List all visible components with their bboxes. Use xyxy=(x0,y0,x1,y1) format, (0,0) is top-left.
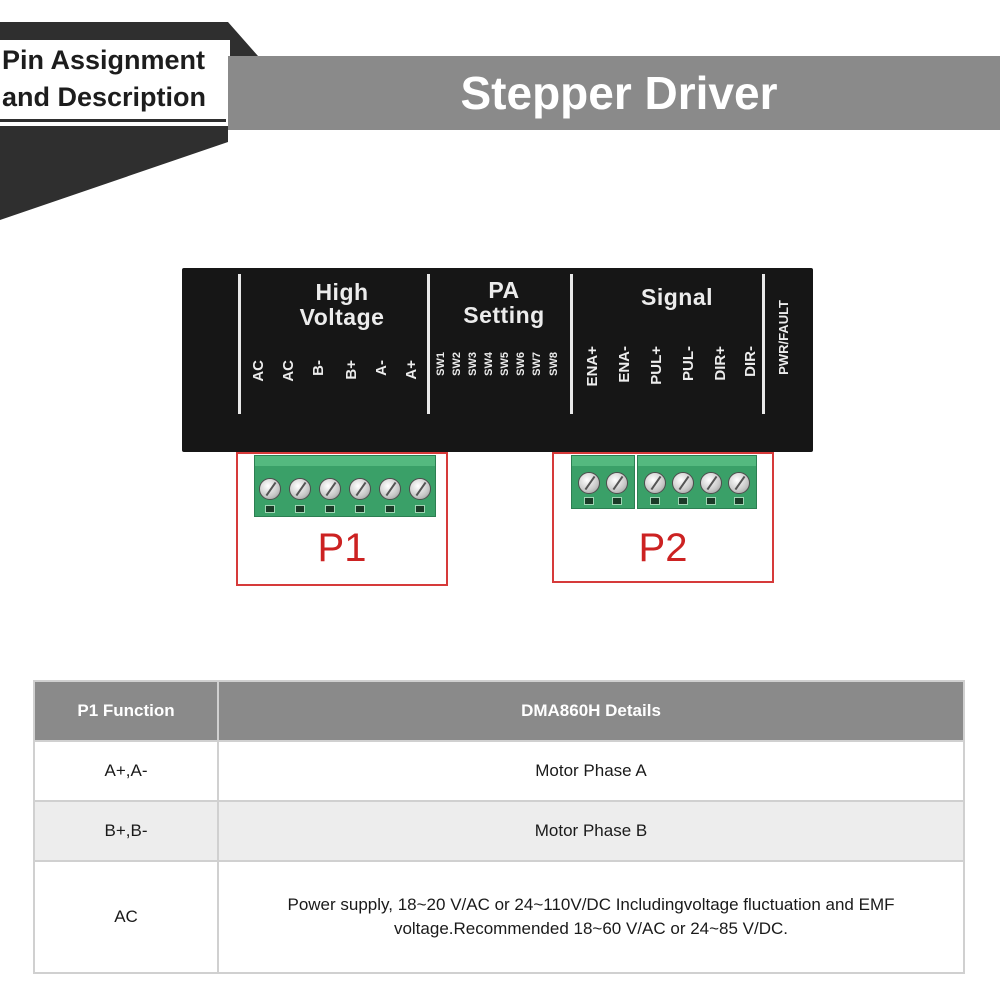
pin-label: AC xyxy=(250,360,267,382)
cell-details: Power supply, 18~20 V/AC or 24~110V/DC I… xyxy=(217,860,965,974)
screw-icon xyxy=(606,472,628,494)
screw-icon xyxy=(728,472,750,494)
switch-label: SW5 xyxy=(499,352,511,376)
group-title-pa-setting: PA Setting xyxy=(463,277,545,328)
panel-separator xyxy=(570,274,573,414)
cell-details: Motor Phase B xyxy=(217,800,965,862)
screw-icon xyxy=(409,478,431,500)
switch-label: SW6 xyxy=(515,352,527,376)
switch-label: SW8 xyxy=(548,352,560,376)
screw-icon xyxy=(319,478,341,500)
table-row: B+,B- Motor Phase B xyxy=(33,800,965,862)
cell-function: A+,A- xyxy=(33,740,219,802)
screw-icon xyxy=(644,472,666,494)
panel-separator xyxy=(762,274,765,414)
section-label-line1: Pin Assignment xyxy=(2,45,206,75)
panel-separator xyxy=(238,274,241,414)
pin-label: PUL+ xyxy=(648,346,665,385)
pin-label: ENA+ xyxy=(584,346,601,387)
group-title-high-voltage: High Voltage xyxy=(299,279,385,330)
pin-label: AC xyxy=(280,360,297,382)
pin-label: PUL- xyxy=(680,346,697,381)
screw-icon xyxy=(700,472,722,494)
section-label-line2: and Description xyxy=(2,82,207,112)
table-row: A+,A- Motor Phase A xyxy=(33,740,965,802)
column-header-details: DMA860H Details xyxy=(217,680,965,742)
switch-label: SW7 xyxy=(531,352,543,376)
section-label-box xyxy=(0,40,230,126)
pin-label: A- xyxy=(373,360,390,376)
screw-icon xyxy=(259,478,281,500)
terminal-block-p2-ena xyxy=(571,455,635,509)
switch-label: SW4 xyxy=(483,352,495,376)
cell-function: B+,B- xyxy=(33,800,219,862)
screw-icon xyxy=(349,478,371,500)
p2-label: P2 xyxy=(638,526,688,570)
cell-function: AC xyxy=(33,860,219,974)
pin-label: DIR- xyxy=(742,346,759,377)
p1-function-table: P1 Function DMA860H Details A+,A- Motor … xyxy=(33,680,965,974)
group-title-signal: Signal xyxy=(640,284,713,310)
terminal-block-p1 xyxy=(254,455,436,517)
table-header-row: P1 Function DMA860H Details xyxy=(33,680,965,742)
group-title-status: PWR/FAULT xyxy=(776,300,791,375)
pin-label: B+ xyxy=(343,360,360,380)
pin-label: DIR+ xyxy=(712,346,729,381)
switch-label: SW2 xyxy=(451,352,463,376)
p2-highlight-box xyxy=(552,452,774,583)
terminal-block-p2-signal xyxy=(637,455,757,509)
pin-label: B- xyxy=(310,360,327,376)
cell-details: Motor Phase A xyxy=(217,740,965,802)
driver-panel: High Voltage PA Setting Signal PWR/FAULT… xyxy=(182,268,813,452)
screw-icon xyxy=(578,472,600,494)
pin-label: A+ xyxy=(403,360,420,380)
pin-label: ENA- xyxy=(616,346,633,383)
column-header-function: P1 Function xyxy=(33,680,219,742)
table-row: AC Power supply, 18~20 V/AC or 24~110V/D… xyxy=(33,860,965,974)
panel-separator xyxy=(427,274,430,414)
switch-label: SW1 xyxy=(435,352,447,376)
p1-highlight-box xyxy=(236,452,448,586)
switch-label: SW3 xyxy=(467,352,479,376)
screw-icon xyxy=(289,478,311,500)
section-label: Pin Assignment and Description xyxy=(2,42,230,116)
page-title: Stepper Driver xyxy=(460,67,778,119)
screw-icon xyxy=(672,472,694,494)
title-bar xyxy=(228,56,1000,130)
screw-icon xyxy=(379,478,401,500)
p1-label: P1 xyxy=(317,526,367,570)
